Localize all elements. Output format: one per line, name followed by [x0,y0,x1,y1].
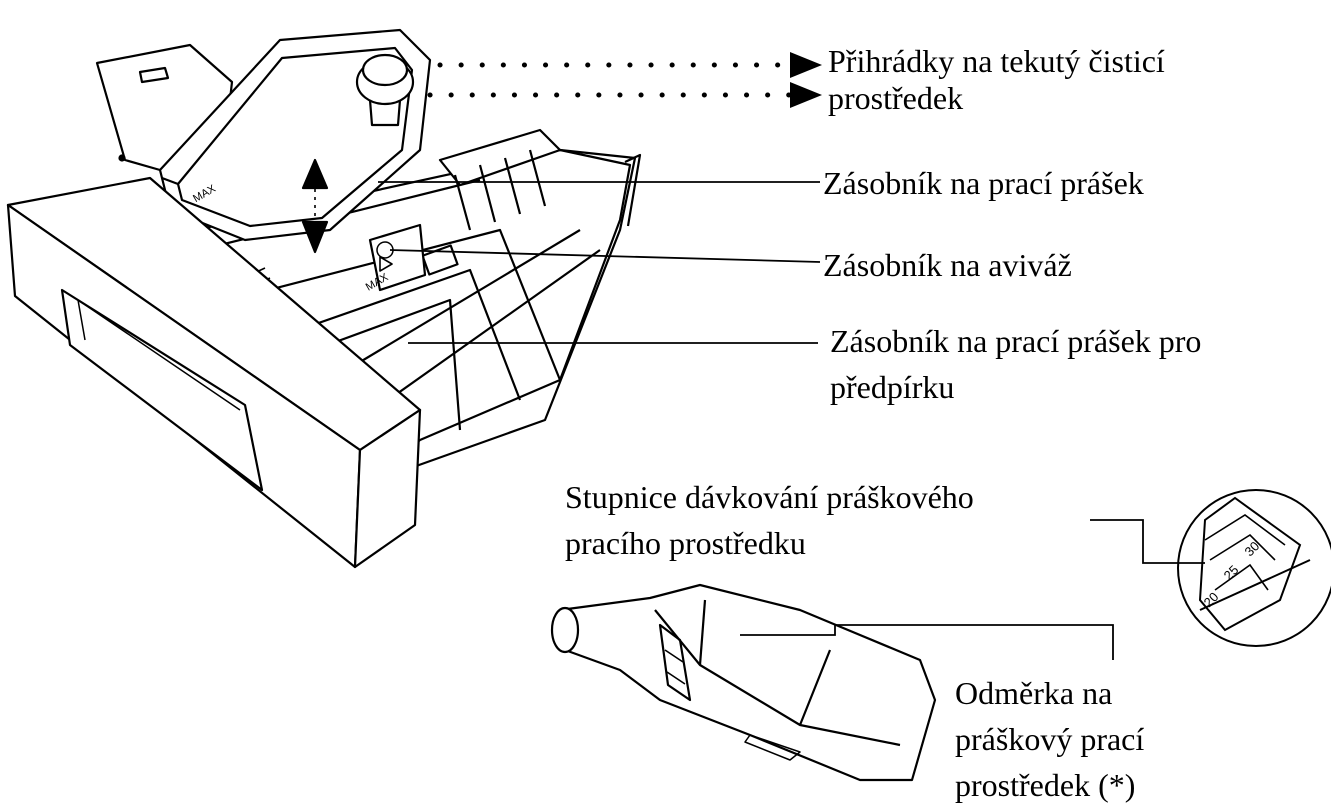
label-powder-tray: Zásobník na prací prášek [823,165,1144,201]
label-prewash-tray-line-2: předpírku [830,369,955,405]
leader-lines [378,62,1205,660]
label-measuring-cup-line-3: prostředek (*) [955,767,1136,803]
label-liquid-compartments-line-2: prostředek [828,80,964,116]
softener-tray-leader [389,249,821,263]
label-measuring-cup-line-2: práškový prací [955,721,1145,757]
measuring-cup-illustration [550,583,937,782]
arrowheads [790,52,822,108]
measuring-cup-leader [740,624,1114,660]
label-measuring-cup-line-1: Odměrka na [955,675,1113,711]
arrowhead-2-icon [790,82,822,108]
arrowhead-1-icon [790,52,822,78]
label-softener-tray: Zásobník na aviváž [823,247,1072,283]
label-prewash-tray-line-1: Zásobník na prací prášek pro [830,323,1202,359]
dosing-scale-detail: 30 25 20 [1177,489,1331,647]
detergent-drawer-illustration: MAX MAX [6,28,642,569]
label-dosing-scale-line-2: pracího prostředku [565,525,806,561]
label-dosing-scale-line-1: Stupnice dávkování práškového [565,479,974,515]
label-liquid-compartments-line-1: Přihrádky na tekutý čisticí [828,43,1165,79]
dosing-scale-leader [1090,519,1205,564]
